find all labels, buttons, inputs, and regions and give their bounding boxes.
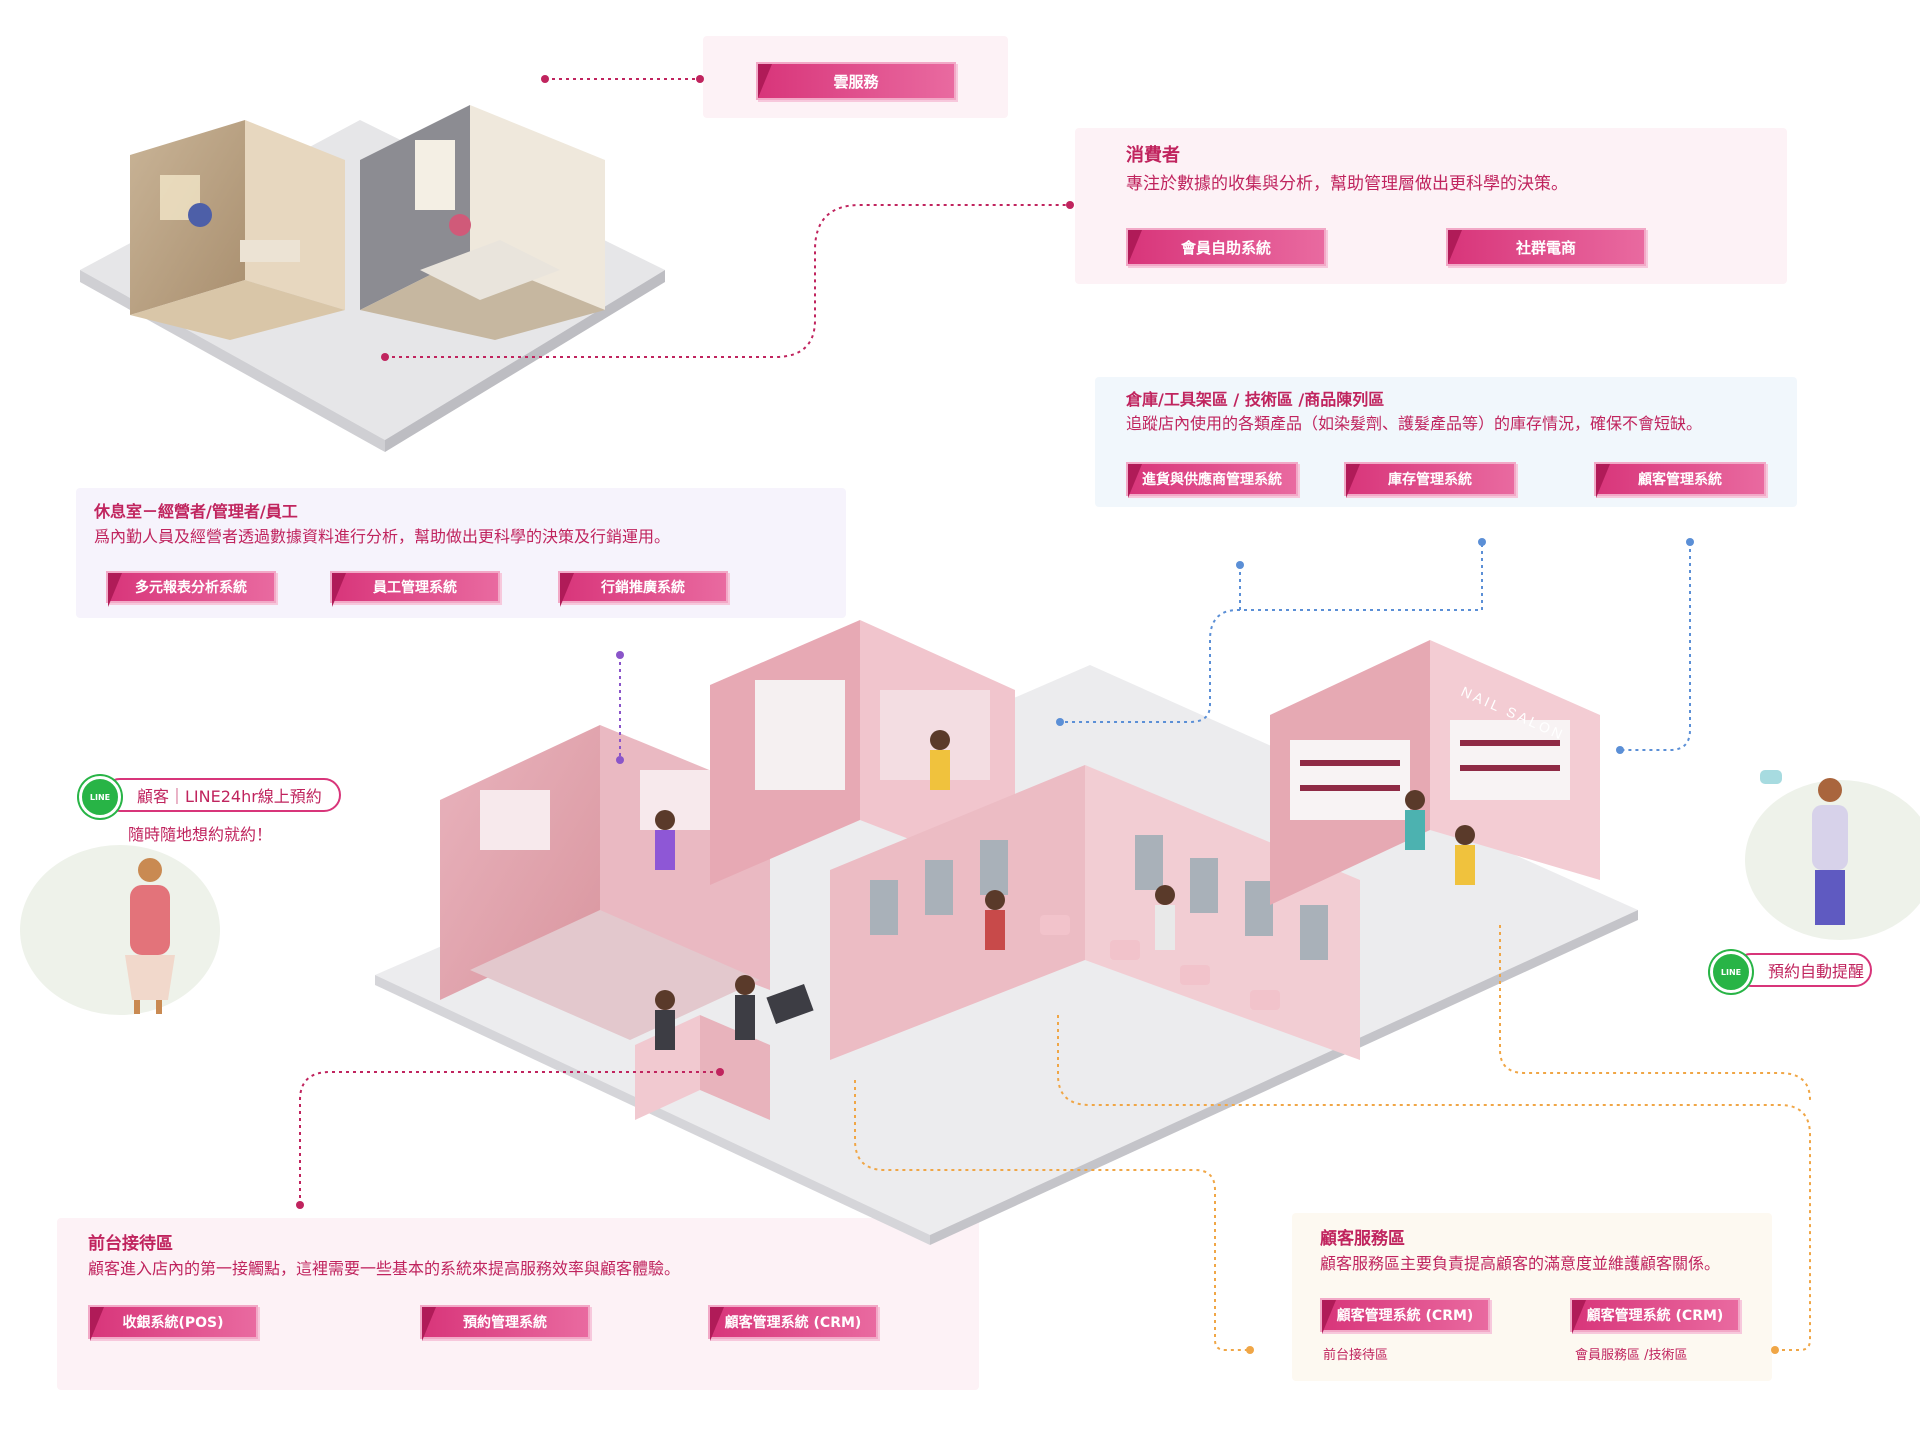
pos-system-tag[interactable]: 收銀系統(POS) bbox=[88, 1305, 258, 1341]
marketing-promotion-tag[interactable]: 行銷推廣系統 bbox=[558, 571, 728, 607]
social-ecommerce-tag[interactable]: 社群電商 bbox=[1446, 228, 1646, 266]
customer-management-tag[interactable]: 顧客管理系統 bbox=[1594, 462, 1766, 498]
front-desk-panel bbox=[57, 1218, 979, 1390]
home-rooms bbox=[80, 105, 665, 452]
lounge-title: 休息室－經營者/管理者/員工 bbox=[94, 502, 298, 521]
front-desk-sublabel: 前台接待區 bbox=[1323, 1348, 1389, 1363]
consumer-desc: 專注於數據的收集與分析，幫助管理層做出更科學的決策。 bbox=[1126, 174, 1568, 194]
inventory-management-tag[interactable]: 庫存管理系統 bbox=[1344, 462, 1516, 498]
lounge-desc: 爲內勤人員及經營者透過數據資料進行分析，幫助做出更科學的決策及行銷運用。 bbox=[94, 527, 671, 546]
connector-lines bbox=[299, 78, 1811, 1351]
staff-management-tag[interactable]: 員工管理系統 bbox=[330, 571, 500, 607]
member-self-service-tag[interactable]: 會員自助系統 bbox=[1126, 228, 1326, 266]
cloud-service-tag[interactable]: 雲服務 bbox=[756, 62, 956, 100]
customer-woman-figure bbox=[20, 845, 220, 1015]
line-booking-pill[interactable]: 顧客｜LINE24hr線上預約 bbox=[103, 778, 341, 812]
consumer-title: 消費者 bbox=[1126, 145, 1180, 166]
member-service-sublabel: 會員服務區 /技術區 bbox=[1575, 1348, 1688, 1363]
service-desc: 顧客服務區主要負責提高顧客的滿意度並維護顧客關係。 bbox=[1320, 1254, 1721, 1273]
customer-man-figure bbox=[1745, 770, 1920, 940]
salon-floor: NAIL SALON bbox=[375, 620, 1638, 1245]
people bbox=[20, 730, 1920, 1050]
service-crm-tag-front[interactable]: 顧客管理系統 (CRM) bbox=[1320, 1298, 1490, 1334]
report-analysis-tag[interactable]: 多元報表分析系統 bbox=[106, 571, 276, 607]
warehouse-desc: 追蹤店內使用的各類產品（如染髮劑、護髮產品等）的庫存情況，確保不會短缺。 bbox=[1126, 414, 1703, 433]
front-desk-title: 前台接待區 bbox=[88, 1234, 173, 1254]
service-crm-tag-member[interactable]: 顧客管理系統 (CRM) bbox=[1570, 1298, 1740, 1334]
service-title: 顧客服務區 bbox=[1320, 1229, 1405, 1249]
supplier-management-tag[interactable]: 進貨與供應商管理系統 bbox=[1126, 462, 1298, 498]
booking-anytime-note: 隨時隨地想約就約！ bbox=[128, 825, 273, 844]
booking-management-tag[interactable]: 預約管理系統 bbox=[420, 1305, 590, 1341]
crm-system-tag[interactable]: 顧客管理系統 (CRM) bbox=[708, 1305, 878, 1341]
connector-dots bbox=[296, 75, 1779, 1354]
front-desk-desc: 顧客進入店內的第一接觸點，這裡需要一些基本的系統來提高服務效率與顧客體驗。 bbox=[88, 1259, 681, 1278]
auto-reminder-pill[interactable]: 預約自動提醒 bbox=[1734, 953, 1872, 987]
line-icon: LINE bbox=[1710, 951, 1752, 993]
warehouse-title: 倉庫/工具架區 / 技術區 /商品陳列區 bbox=[1126, 390, 1385, 409]
line-icon: LINE bbox=[79, 776, 121, 818]
service-panel bbox=[1292, 1213, 1772, 1381]
